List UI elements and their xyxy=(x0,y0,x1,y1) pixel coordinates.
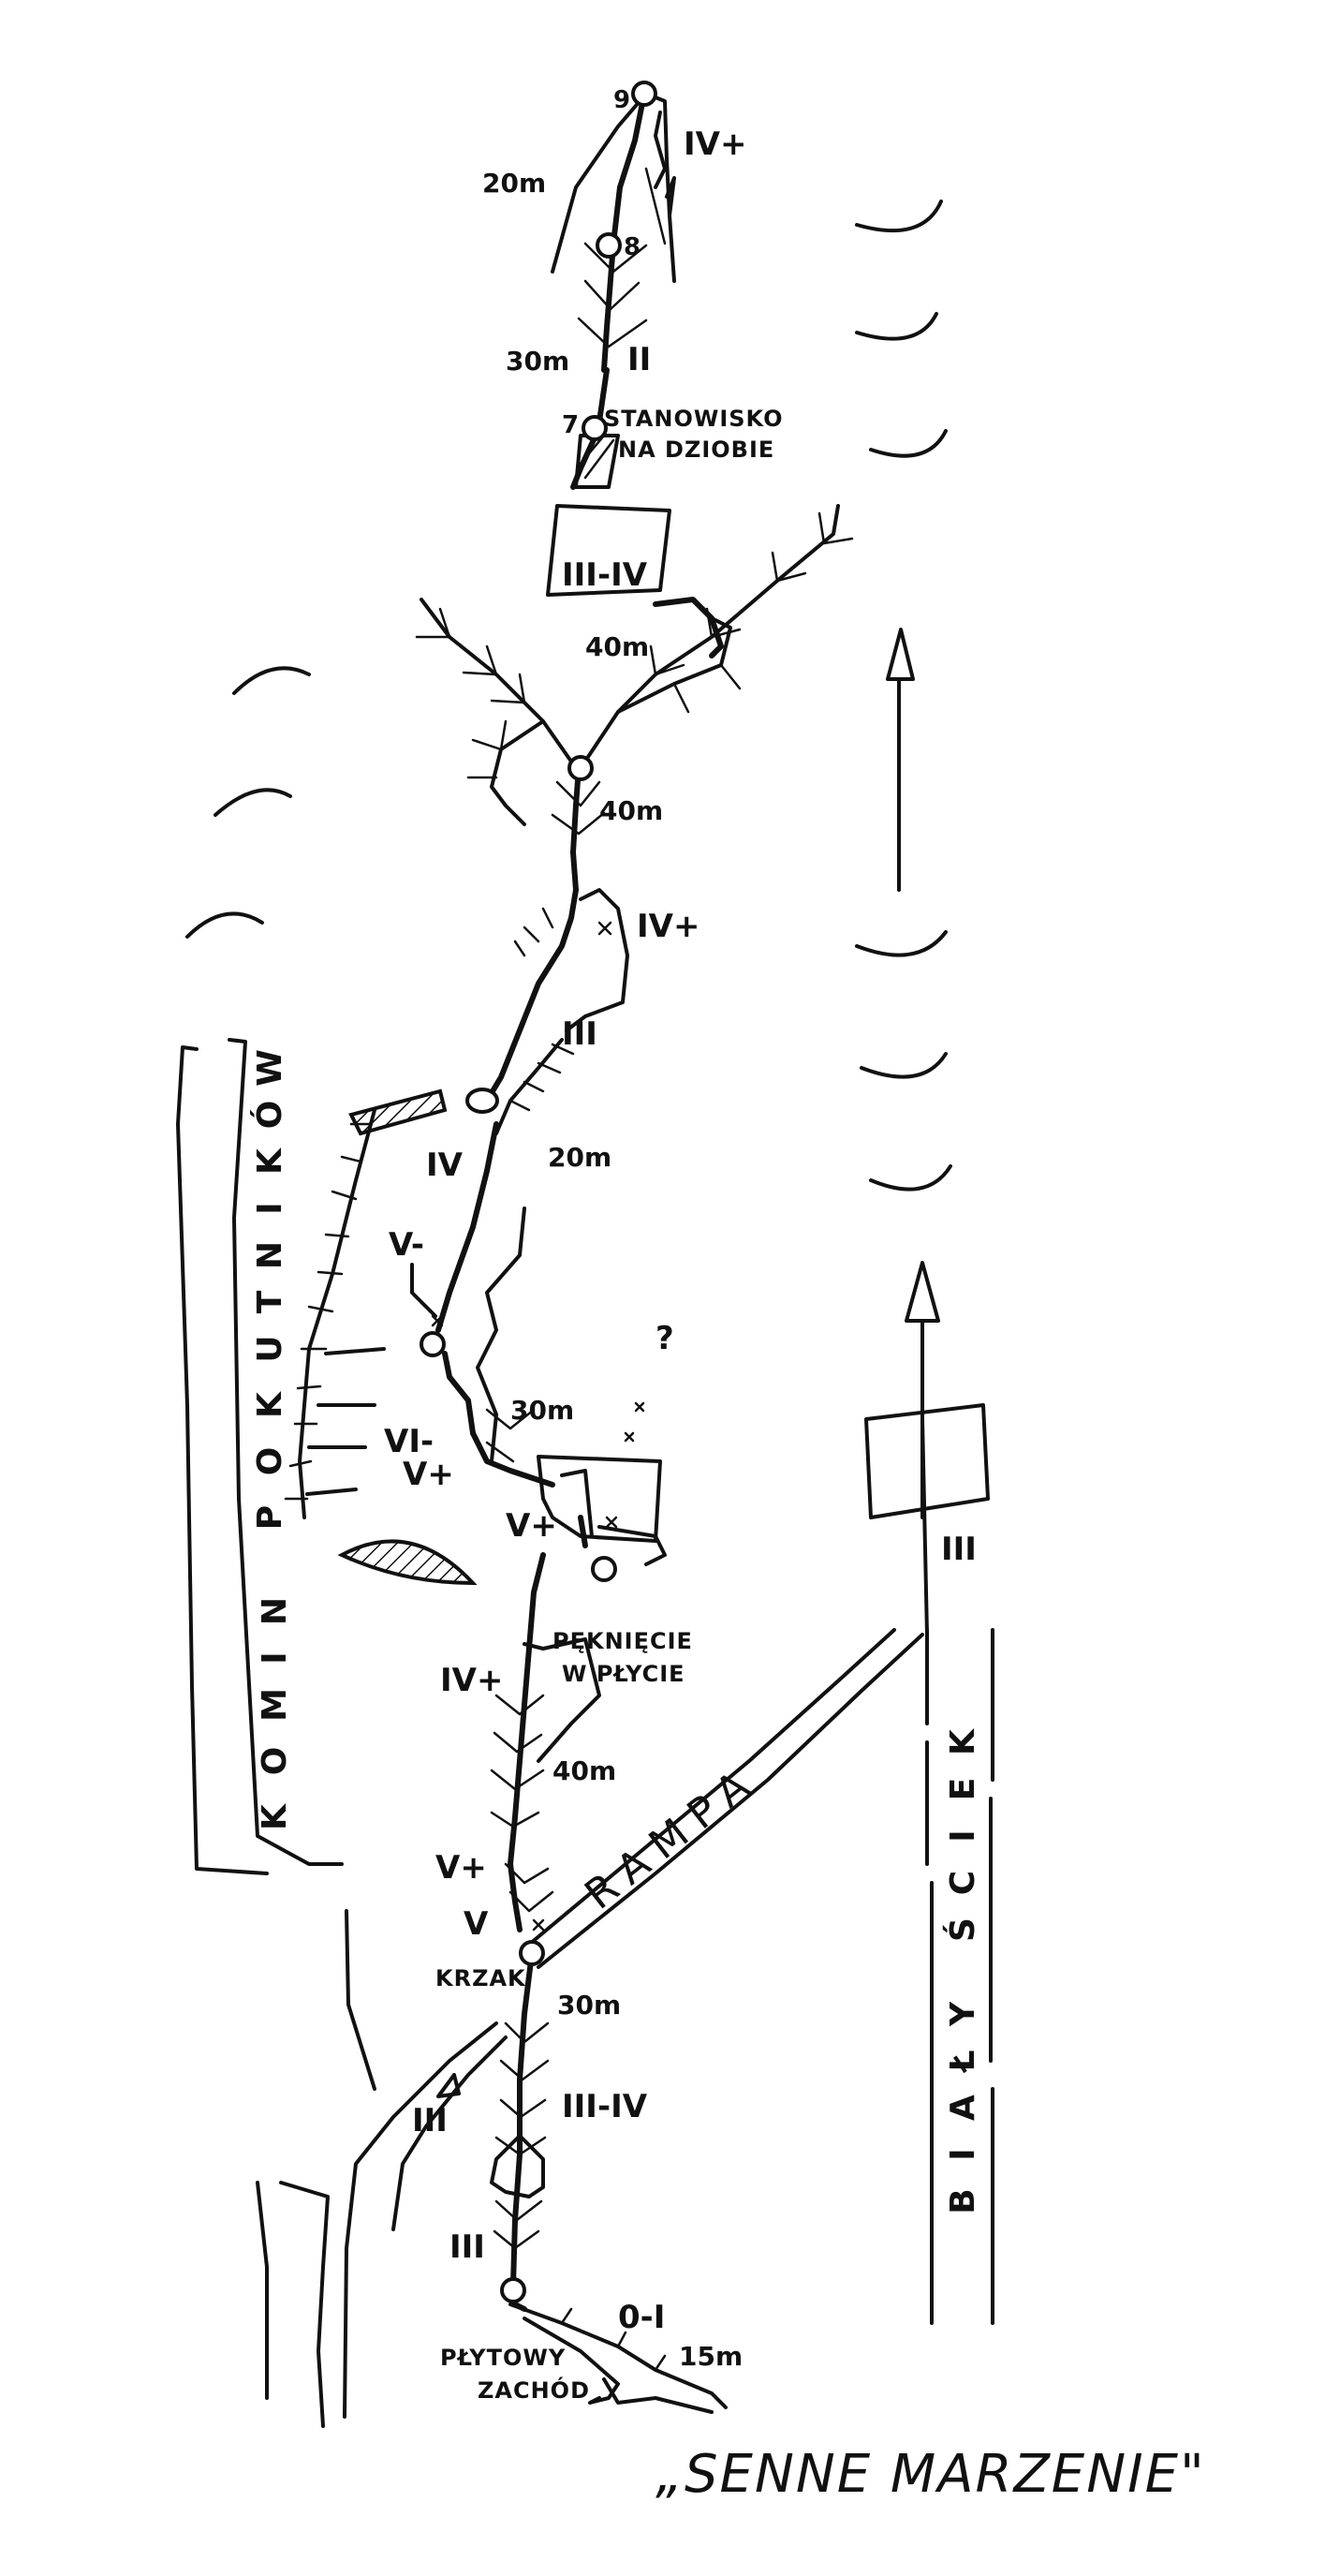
bush-note: KRZAK xyxy=(435,1965,526,1991)
belay-stations xyxy=(420,81,657,2303)
belay-note: NA DZIOBIE xyxy=(618,437,774,463)
pitch-length: 40m xyxy=(599,795,663,826)
chimney-letter: N xyxy=(251,1241,289,1269)
white-wall-label: B I A Ł Y Ś C I E K xyxy=(943,1728,982,2214)
chimney-letter: T xyxy=(251,1290,289,1313)
belay-station xyxy=(567,755,594,781)
white-wall-letter: A xyxy=(944,2095,982,2121)
grade-label: V xyxy=(464,1905,489,1943)
belay-station xyxy=(420,1331,446,1357)
crack-system-upper xyxy=(415,504,854,826)
crack-system-mid xyxy=(494,888,629,1135)
chimney-letter: I xyxy=(256,1651,294,1664)
chimney-letter: I xyxy=(251,1202,289,1214)
grade-label: V+ xyxy=(435,1849,487,1887)
grade-label: III-IV xyxy=(562,2088,648,2125)
grade-label: 0-I xyxy=(618,2299,665,2336)
belay-station xyxy=(519,1940,545,1966)
pitch-length: 30m xyxy=(510,1395,574,1426)
chimney-letter: O xyxy=(256,1747,294,1776)
white-wall-letter: C xyxy=(944,1871,982,1895)
ledge-note: ZACHÓD xyxy=(478,2376,590,2404)
grade-label: IV xyxy=(426,1147,464,1184)
white-wall-letter: Ł xyxy=(944,2050,982,2073)
grade-label: III xyxy=(412,2102,448,2139)
pitch-length: 40m xyxy=(585,631,649,662)
belay-station xyxy=(591,1556,617,1582)
pitch-box-v-plus xyxy=(537,1455,667,1566)
grade-label: IV+ xyxy=(440,1662,503,1699)
belay-station xyxy=(631,81,657,107)
grade-label: III xyxy=(941,1531,977,1568)
nose-block xyxy=(546,434,671,597)
grade-label: IV+ xyxy=(684,126,746,163)
pitch-length: 15m xyxy=(679,2341,743,2372)
chimney-walls xyxy=(176,1038,376,2428)
ramp-box xyxy=(864,1403,990,1636)
overhangs xyxy=(337,1088,478,1586)
grade-label: V+ xyxy=(506,1507,557,1545)
grade-label: V+ xyxy=(403,1456,454,1493)
grade-label: III-IV xyxy=(562,556,648,594)
ramp-line xyxy=(523,1628,924,1969)
grade-label: VI- xyxy=(384,1423,434,1460)
pitch-length: 30m xyxy=(557,1990,621,2021)
pitch-length: 40m xyxy=(552,1755,616,1786)
slab-marks-right xyxy=(855,200,952,1192)
crack-in-slab xyxy=(523,1637,601,1763)
chimney-letter: P xyxy=(251,1505,289,1530)
white-wall-letter: K xyxy=(944,1728,982,1755)
ledge-note: PŁYTOWY xyxy=(440,2345,566,2371)
chimney-label: K O M I N P O K U T N I K Ó W xyxy=(250,1049,294,1830)
station-number: 8 xyxy=(624,233,641,261)
route-ticks xyxy=(485,242,648,2250)
chimney-letter: N xyxy=(256,1597,294,1625)
crack-note: W PŁYCIE xyxy=(562,1661,685,1687)
left-dihedral xyxy=(284,1108,386,1519)
chimney-letter: K xyxy=(256,1803,294,1830)
pitch-length: 20m xyxy=(482,168,546,199)
chimney-letter: O xyxy=(251,1447,289,1476)
grade-label: III xyxy=(562,1015,597,1053)
route-title: „SENNE MARZENIE" xyxy=(655,2444,1206,2505)
belay-station xyxy=(596,232,622,259)
grade-label: II xyxy=(627,341,651,378)
white-wall-letter: E xyxy=(944,1778,982,1801)
upward-arrow-upper xyxy=(886,628,915,892)
protection-marks xyxy=(431,921,645,1932)
grade-label: V- xyxy=(389,1226,424,1264)
white-wall-letter: I xyxy=(944,1829,982,1842)
chimney-letter: Ó xyxy=(250,1101,289,1130)
start-slab xyxy=(508,2302,728,2414)
question-mark: ? xyxy=(655,1320,674,1357)
belay-note: STANOWISKO xyxy=(604,406,783,432)
white-wall-letter: Ś xyxy=(943,1917,982,1942)
belay-station xyxy=(582,415,608,441)
chimney-letter: K xyxy=(251,1147,289,1175)
chimney-letter: M xyxy=(256,1688,294,1722)
lower-block xyxy=(490,2134,545,2198)
slab-marks-left xyxy=(185,666,311,939)
pitch-length: 30m xyxy=(506,346,569,377)
white-wall-feature xyxy=(925,1628,994,2325)
chimney-letter: K xyxy=(251,1391,289,1418)
crack-system-lower xyxy=(410,1207,526,1463)
white-wall-letter: I xyxy=(944,2148,982,2160)
white-wall-letter: B xyxy=(944,2188,982,2213)
pitch-length: 20m xyxy=(548,1142,611,1173)
chimney-letter: W xyxy=(251,1049,289,1087)
crack-note: PĘKNIĘCIE xyxy=(552,1628,693,1654)
white-wall-letter: Y xyxy=(944,2001,982,2027)
station-number: 7 xyxy=(562,411,579,439)
grade-label: III xyxy=(449,2228,485,2266)
chimney-letter: U xyxy=(251,1335,289,1362)
station-number: 9 xyxy=(613,86,630,114)
grade-label: IV+ xyxy=(637,908,699,945)
belay-station xyxy=(500,2277,526,2303)
belay-station xyxy=(465,1088,499,1114)
approach-path xyxy=(343,2021,508,2419)
